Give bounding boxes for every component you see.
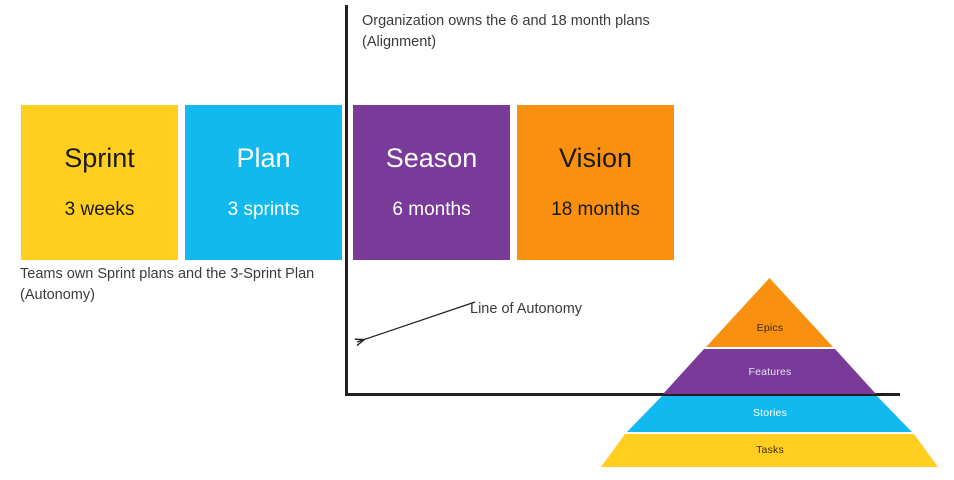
pyramid-shapes	[601, 278, 938, 467]
card-title: Plan	[236, 143, 291, 174]
card-title: Vision	[558, 143, 633, 174]
pyramid-level-stories	[627, 396, 912, 432]
work-item-pyramid: Epics Features Stories Tasks	[598, 274, 942, 474]
card-duration: 3 sprints	[227, 198, 300, 220]
horizon-card-plan[interactable]: Plan 3 sprints	[185, 105, 342, 260]
horizon-card-season[interactable]: Season 6 months	[353, 105, 510, 260]
card-title: Season	[385, 143, 478, 174]
card-duration: 6 months	[392, 198, 471, 220]
line-of-autonomy-label: Line of Autonomy	[470, 301, 583, 317]
pyramid-level-epics	[706, 278, 833, 347]
card-duration: 3 weeks	[64, 198, 135, 220]
horizon-card-vision[interactable]: Vision 18 months	[517, 105, 674, 260]
card-title: Sprint	[64, 143, 135, 174]
card-duration: 18 months	[551, 198, 640, 220]
pyramid-level-features	[663, 349, 876, 394]
autonomy-note: Teams own Sprint plans and the 3-Sprint …	[20, 266, 315, 303]
vertical-divider-line	[345, 5, 348, 396]
line-of-autonomy-arrow-icon	[345, 301, 476, 352]
pyramid-level-tasks	[601, 434, 938, 467]
horizontal-baseline	[345, 393, 900, 396]
alignment-note: Organization owns the 6 and 18 month pla…	[362, 13, 650, 50]
horizon-card-sprint[interactable]: Sprint 3 weeks	[21, 105, 178, 260]
